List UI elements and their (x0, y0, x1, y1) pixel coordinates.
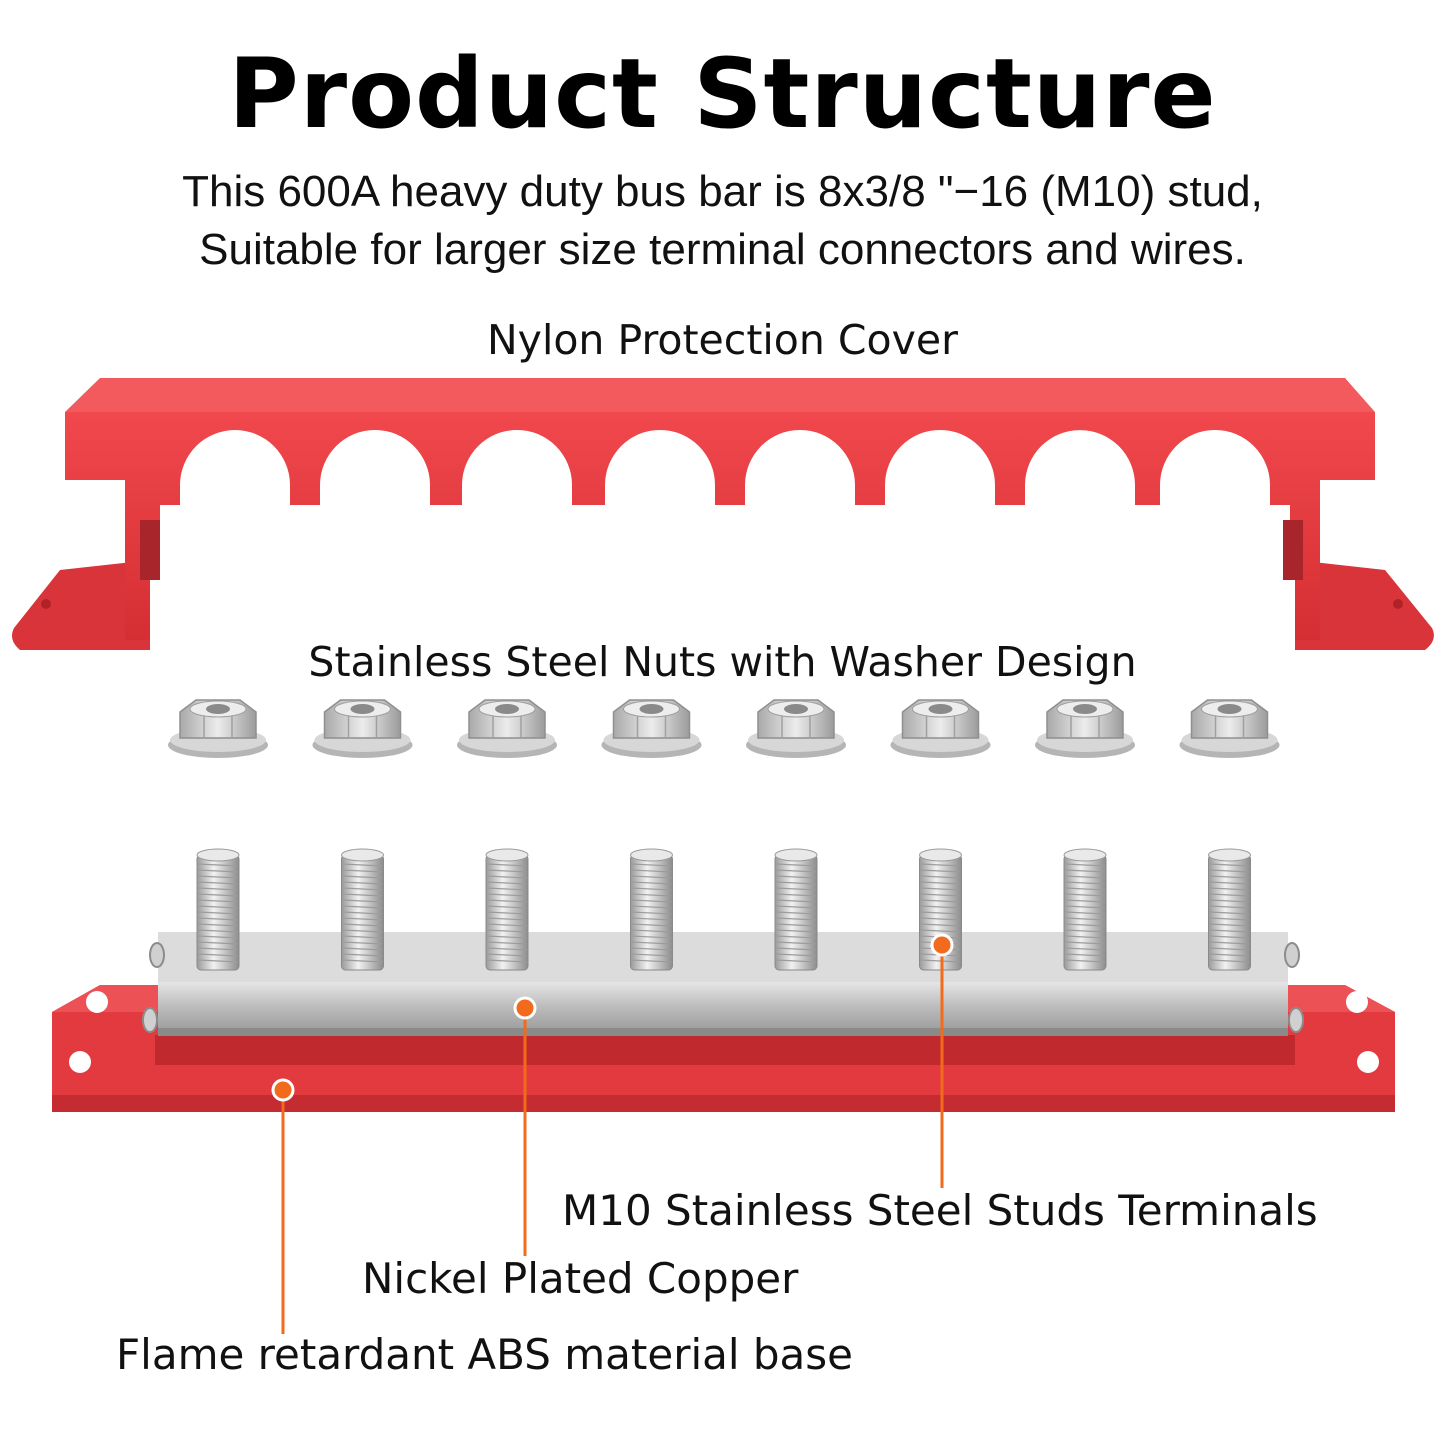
copper-label: Nickel Plated Copper (362, 1254, 799, 1303)
page-title: Product Structure (228, 38, 1217, 150)
subtitle-line-1: This 600A heavy duty bus bar is 8x3/8 "−… (182, 167, 1263, 216)
studs-row (196, 848, 1251, 971)
studs-callout-dot (930, 933, 954, 957)
stud-8 (1208, 848, 1251, 971)
studs-label: M10 Stainless Steel Studs Terminals (562, 1186, 1318, 1235)
nut-7 (1035, 699, 1135, 758)
nuts-label: Stainless Steel Nuts with Washer Design (308, 638, 1137, 686)
stud-3 (485, 848, 529, 971)
nut-3 (457, 699, 557, 758)
nut-5 (746, 699, 846, 758)
stud-2 (341, 848, 384, 971)
nuts-row (168, 699, 1280, 758)
stud-1 (196, 848, 240, 971)
nut-6 (890, 699, 991, 758)
nut-2 (312, 699, 413, 758)
stud-4 (630, 848, 673, 971)
base-label: Flame retardant ABS material base (116, 1330, 854, 1379)
callouts (281, 945, 944, 1334)
cover-label: Nylon Protection Cover (487, 316, 958, 364)
nylon-cover (12, 378, 1434, 650)
stud-7 (1063, 848, 1107, 971)
nickel-plated-copper-bar (158, 932, 1288, 982)
stud-5 (774, 848, 818, 971)
copper-callout-dot (513, 996, 537, 1020)
nut-8 (1179, 699, 1280, 758)
nut-1 (168, 699, 268, 758)
bus-bar-assembly (52, 932, 1395, 1112)
base-callout-dot (271, 1078, 295, 1102)
cover-openings (180, 430, 1270, 520)
subtitle-line-2: Suitable for larger size terminal connec… (199, 225, 1246, 274)
nut-4 (601, 699, 702, 758)
